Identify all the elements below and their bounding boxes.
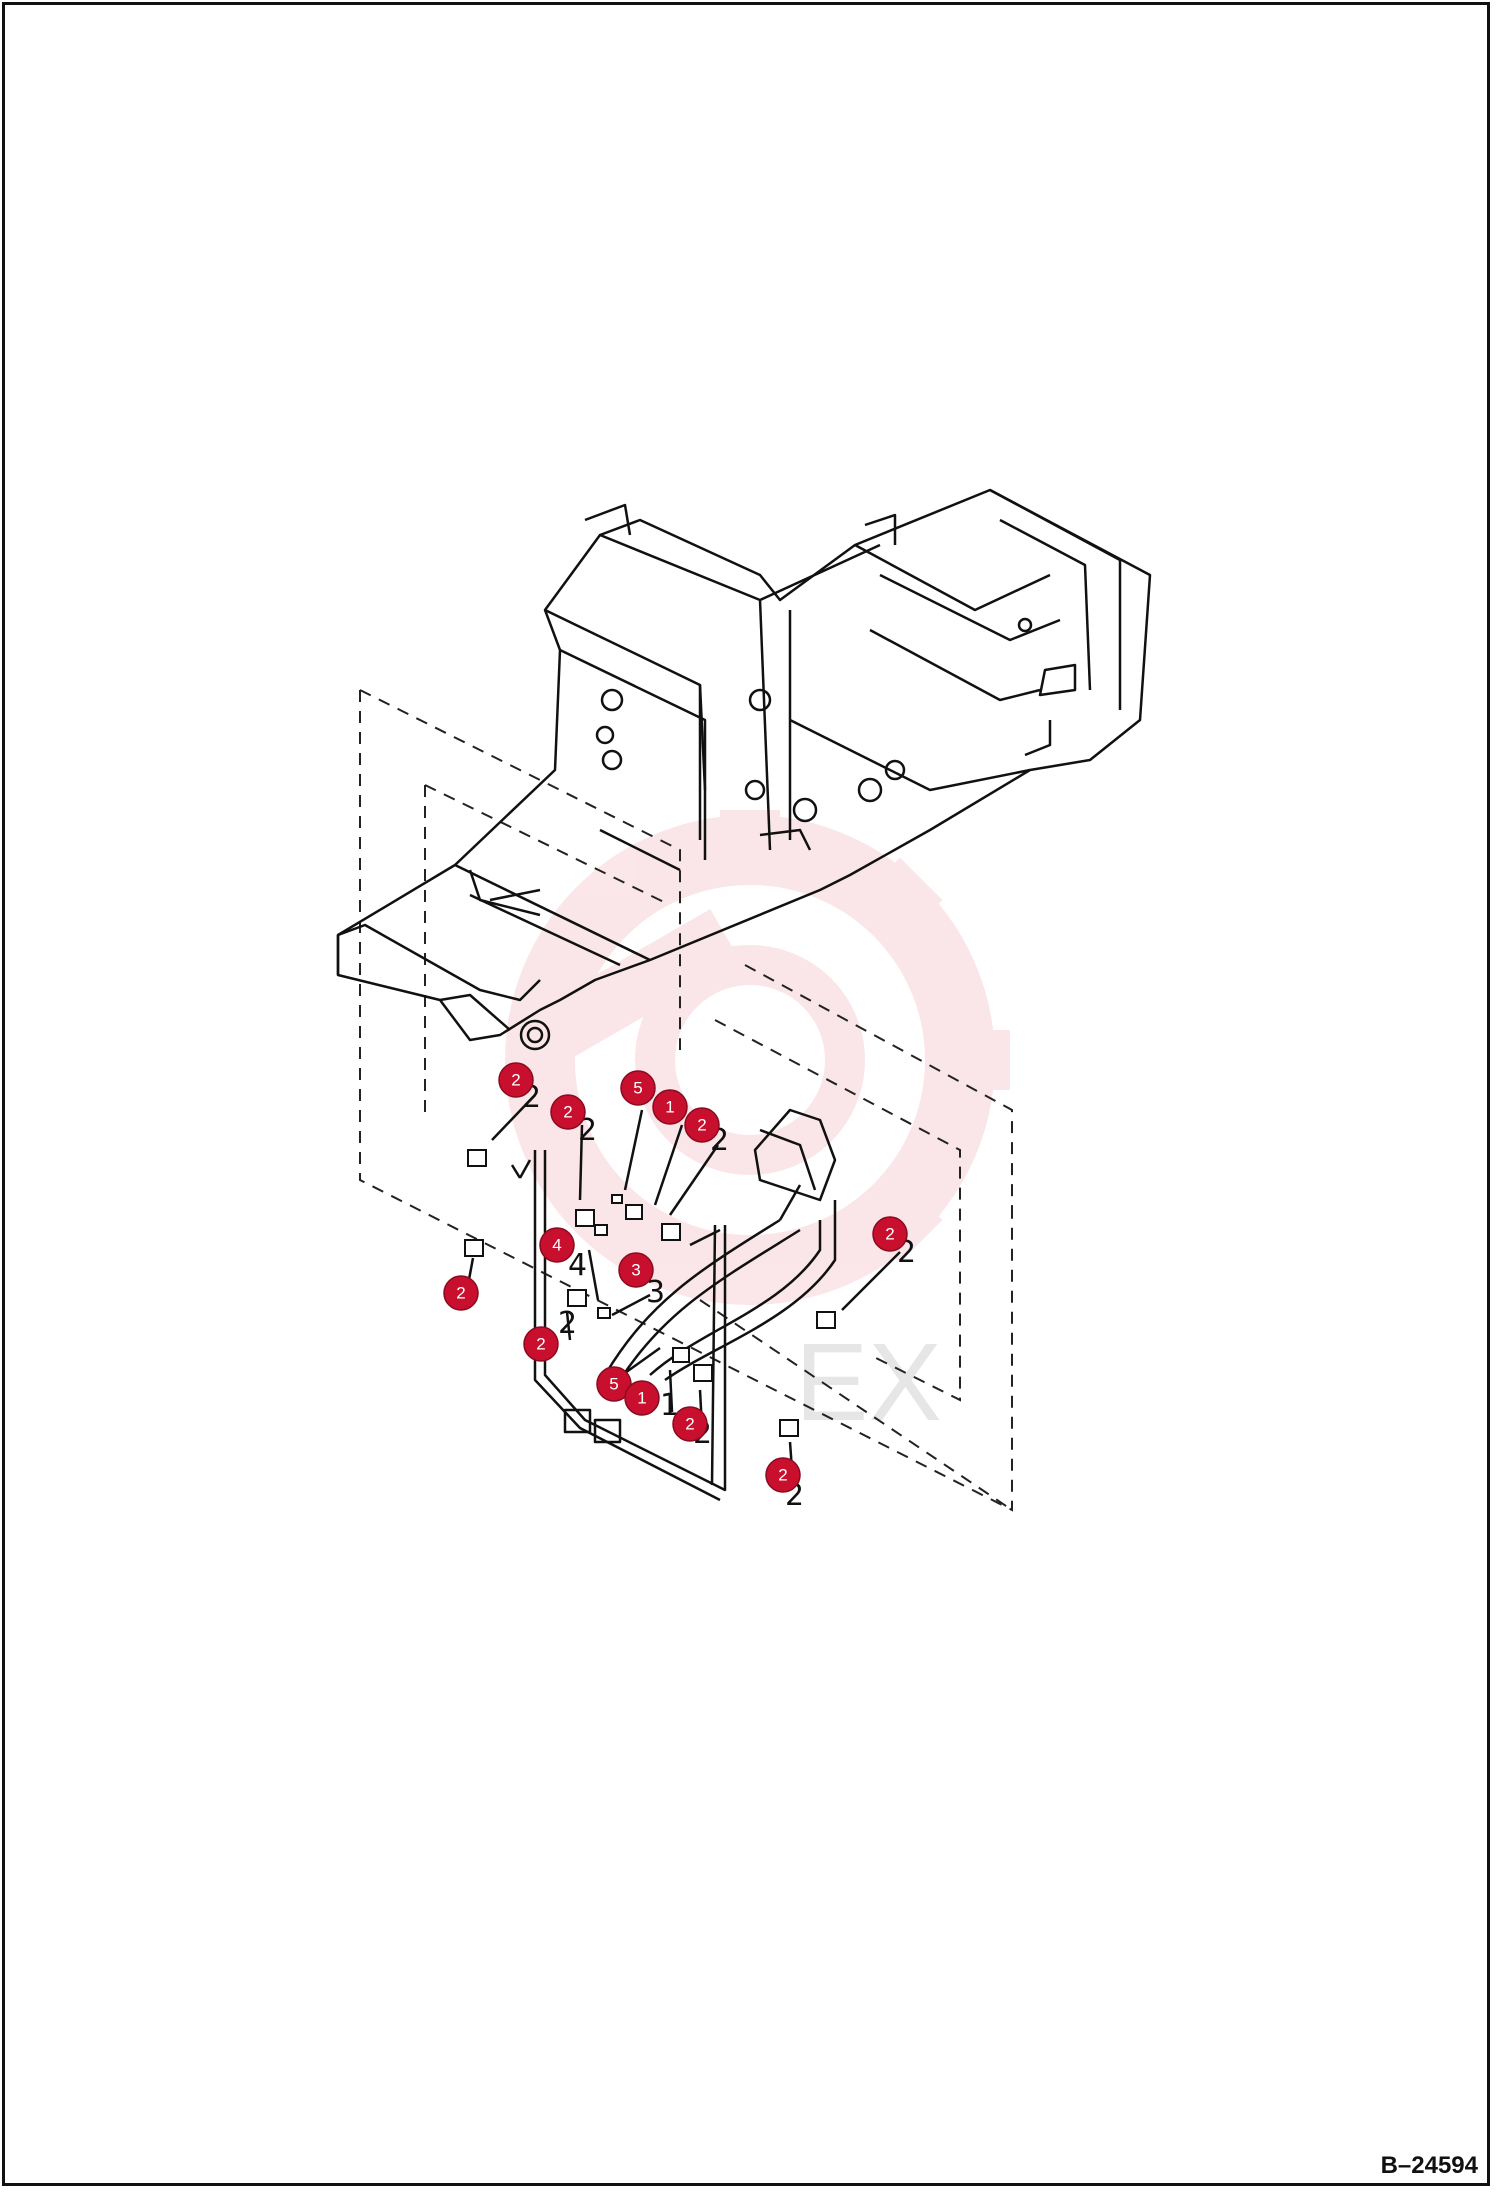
clamp	[661, 1223, 681, 1241]
svg-text:5: 5	[609, 1375, 618, 1394]
clamp	[467, 1149, 487, 1167]
clamp	[625, 1204, 643, 1220]
svg-text:4: 4	[552, 1236, 561, 1255]
callout-balloon[interactable]: 2	[765, 1457, 801, 1493]
svg-text:2: 2	[885, 1225, 894, 1244]
svg-text:2: 2	[536, 1335, 545, 1354]
clamp	[816, 1311, 836, 1329]
callout-balloon[interactable]: 3	[618, 1252, 654, 1288]
clamp	[779, 1419, 799, 1437]
callout-balloon[interactable]: 1	[624, 1380, 660, 1416]
phantom-outline-lines	[359, 689, 1013, 1512]
svg-text:1: 1	[637, 1389, 646, 1408]
watermark-gear-logo	[505, 810, 1010, 1305]
drawing-number: B–24594	[1380, 2152, 1478, 2179]
svg-text:2: 2	[778, 1466, 787, 1485]
hose-clamps	[464, 1149, 836, 1437]
svg-text:3: 3	[631, 1261, 640, 1280]
clamp	[693, 1364, 713, 1382]
svg-text:2: 2	[511, 1071, 520, 1090]
callout-balloon[interactable]: 2	[523, 1326, 559, 1362]
hydraulic-hose-assembly	[510, 1108, 837, 1502]
clamp	[597, 1307, 611, 1319]
clamp	[611, 1194, 623, 1204]
clamp	[672, 1347, 690, 1363]
main-frame-assembly	[336, 488, 1152, 1051]
svg-text:2: 2	[456, 1284, 465, 1303]
callout-balloon[interactable]: 2	[498, 1062, 534, 1098]
ref-number: 2	[558, 1306, 577, 1341]
callout-balloon[interactable]: 2	[672, 1406, 708, 1442]
callout-balloon[interactable]: 2	[684, 1107, 720, 1143]
callout-balloon[interactable]: 1	[652, 1089, 688, 1125]
svg-text:2: 2	[685, 1415, 694, 1434]
svg-text:5: 5	[633, 1079, 642, 1098]
callout-balloon[interactable]: 5	[596, 1366, 632, 1402]
clamp	[464, 1239, 484, 1257]
ref-number: 1	[660, 1388, 679, 1423]
ref-number: 3	[646, 1275, 665, 1310]
clamp	[594, 1224, 608, 1236]
svg-text:2: 2	[697, 1116, 706, 1135]
callout-balloon[interactable]: 5	[620, 1070, 656, 1106]
clamp	[575, 1209, 595, 1227]
callouts: 2 2 5 1 2 2 4 3 2 2 5 1 2 2	[443, 1062, 908, 1493]
callout-balloon[interactable]: 2	[550, 1094, 586, 1130]
watermark-text: EX	[795, 1321, 942, 1444]
callout-balloon[interactable]: 2	[443, 1275, 479, 1311]
svg-text:2: 2	[563, 1103, 572, 1122]
callout-balloon[interactable]: 2	[872, 1216, 908, 1252]
svg-text:1: 1	[665, 1098, 674, 1117]
callout-balloon[interactable]: 4	[539, 1227, 575, 1263]
ref-number: 4	[568, 1248, 587, 1283]
clamp	[567, 1289, 587, 1307]
